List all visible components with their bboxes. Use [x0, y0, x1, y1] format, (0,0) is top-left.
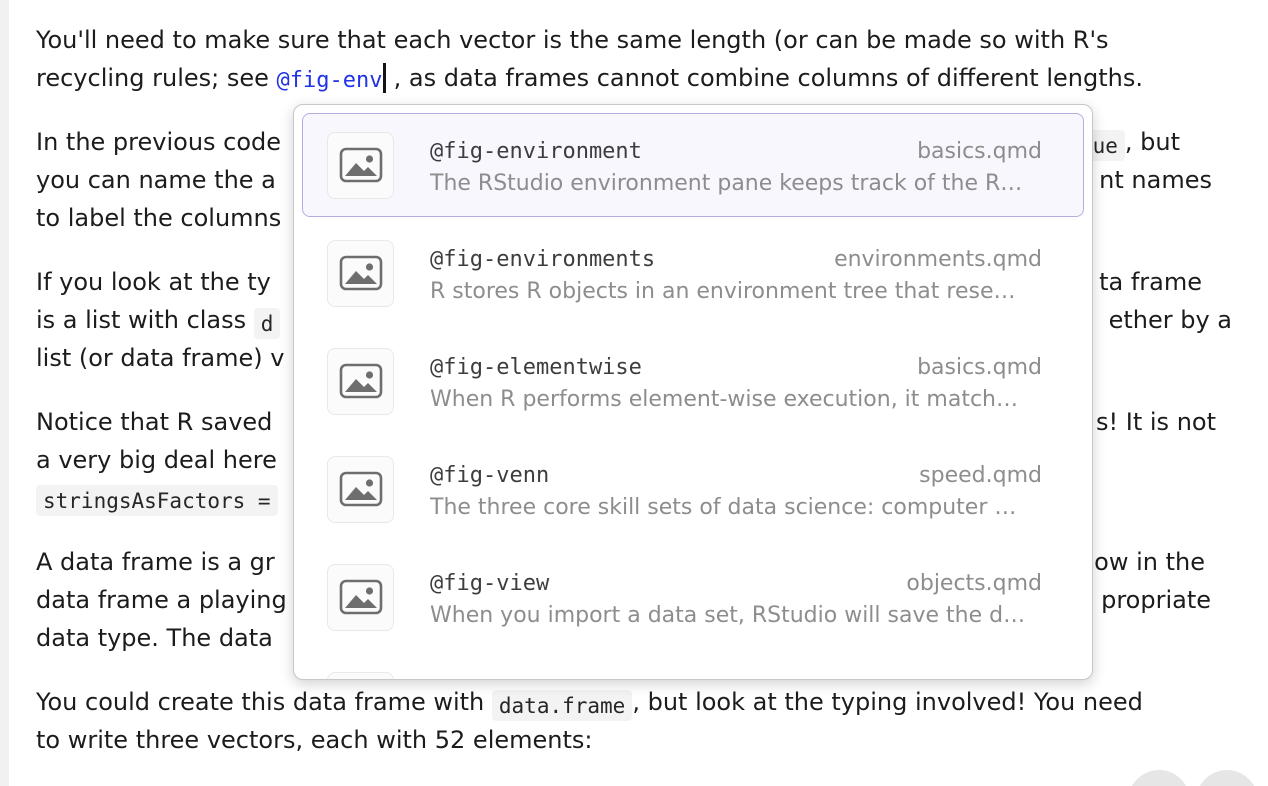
code-span: d: [253, 308, 281, 340]
doc-text: If you look at the ty: [36, 268, 271, 296]
completion-description: When you import a data set, RStudio will…: [430, 603, 1026, 628]
doc-text: A data frame is a gr: [36, 548, 275, 576]
fig-reference-typed[interactable]: @fig-env: [276, 68, 383, 93]
completion-description: The three core skill sets of data scienc…: [430, 495, 1017, 520]
image-placeholder-icon: [327, 131, 394, 199]
completion-description: R stores R objects in an environment tre…: [430, 279, 1016, 304]
doc-line: propriate: [1101, 584, 1211, 616]
doc-text: a very big deal here: [36, 446, 277, 474]
image-placeholder-icon: [327, 671, 394, 679]
doc-text: , but: [1124, 128, 1180, 156]
doc-line: You could create this data frame with da…: [36, 686, 1143, 722]
scroll-up-button[interactable]: [1128, 770, 1190, 786]
doc-text: In the previous code: [36, 128, 282, 156]
doc-text: You'll need to make sure that each vecto…: [36, 26, 1109, 54]
doc-text: propriate: [1101, 586, 1211, 614]
completion-description: When R performs element-wise execution, …: [430, 387, 1018, 412]
completion-file: environments.qmd: [834, 247, 1042, 272]
doc-line: Notice that R saved: [36, 406, 272, 438]
doc-text: data type. The data: [36, 624, 273, 652]
doc-text: You could create this data frame with: [36, 688, 492, 716]
image-placeholder-icon: [327, 239, 394, 307]
doc-line: You'll need to make sure that each vecto…: [36, 24, 1109, 56]
completion-item[interactable]: @fig-: [302, 653, 1084, 679]
doc-line: you can name the a: [36, 164, 276, 196]
completion-item[interactable]: @fig-venn speed.qmd The three core skill …: [302, 437, 1084, 541]
doc-line: If you look at the ty: [36, 266, 271, 298]
doc-text: ta frame: [1099, 268, 1202, 296]
completion-file: basics.qmd: [917, 139, 1042, 164]
completion-title: @fig-environment: [430, 139, 642, 164]
doc-line: list (or data frame) v: [36, 342, 284, 374]
doc-text: is a list with class: [36, 306, 254, 334]
completion-file: basics.qmd: [917, 355, 1042, 380]
doc-text: , but look at the typing involved! You n…: [632, 688, 1143, 716]
completion-title: @fig-environments: [430, 247, 656, 272]
completion-description: The RStudio environment pane keeps track…: [430, 171, 1023, 196]
image-placeholder-icon: [327, 455, 394, 523]
doc-line: data frame a playing: [36, 584, 287, 616]
completion-item[interactable]: @fig-view objects.qmd When you import a d…: [302, 545, 1084, 649]
completion-item[interactable]: @fig-environments environments.qmd R stor…: [302, 221, 1084, 325]
doc-line: stringsAsFactors =: [36, 481, 278, 517]
doc-line: ta frame: [1099, 266, 1202, 298]
doc-line: In the previous code: [36, 126, 281, 158]
completion-popup: @fig-environment basics.qmd The RStudio e…: [293, 104, 1093, 680]
completion-item[interactable]: @fig-environment basics.qmd The RStudio e…: [302, 113, 1084, 217]
doc-text: recycling rules; see: [36, 64, 277, 92]
doc-text: data frame a playing: [36, 586, 287, 614]
doc-text: s! It is not: [1096, 408, 1216, 436]
image-placeholder-icon: [327, 347, 394, 415]
code-span: data.frame: [491, 690, 633, 722]
doc-text: you can name the a: [36, 166, 276, 194]
doc-line: to write three vectors, each with 52 ele…: [36, 724, 592, 756]
doc-line: data type. The data: [36, 622, 273, 654]
doc-text: ether by a: [1108, 306, 1232, 334]
doc-text: to write three vectors, each with 52 ele…: [36, 726, 593, 754]
completion-title: @fig-venn: [430, 463, 550, 488]
doc-line: a very big deal here: [36, 444, 277, 476]
completion-title: @fig-elementwise: [430, 355, 642, 380]
doc-line: nt names: [1099, 164, 1212, 196]
doc-line: to label the columns: [36, 202, 281, 234]
completion-item[interactable]: @fig-elementwise basics.qmd When R perfor…: [302, 329, 1084, 433]
doc-line: is a list with class d: [36, 304, 281, 340]
completion-title: @fig-view: [430, 571, 550, 596]
doc-text: ow in the: [1094, 548, 1205, 576]
completion-file: speed.qmd: [919, 463, 1042, 488]
text-cursor: [383, 63, 386, 93]
left-gutter-strip: [0, 0, 9, 786]
doc-line: s! It is not: [1096, 406, 1216, 438]
doc-text: nt names: [1099, 166, 1212, 194]
scroll-down-button[interactable]: [1196, 770, 1258, 786]
completion-file: objects.qmd: [906, 571, 1042, 596]
doc-text: , as data frames cannot combine columns …: [385, 64, 1143, 92]
doc-line: ether by a: [1109, 304, 1232, 336]
doc-line: A data frame is a gr: [36, 546, 275, 578]
doc-line: ow in the: [1094, 546, 1205, 578]
doc-text: list (or data frame) v: [36, 344, 285, 372]
doc-line: recycling rules; see @fig-env , as data …: [36, 62, 1143, 97]
image-placeholder-icon: [327, 563, 394, 631]
doc-text: to label the columns: [36, 204, 282, 232]
doc-line: ue, but: [1085, 126, 1180, 162]
code-span: stringsAsFactors =: [36, 485, 278, 517]
doc-text: Notice that R saved: [36, 408, 273, 436]
